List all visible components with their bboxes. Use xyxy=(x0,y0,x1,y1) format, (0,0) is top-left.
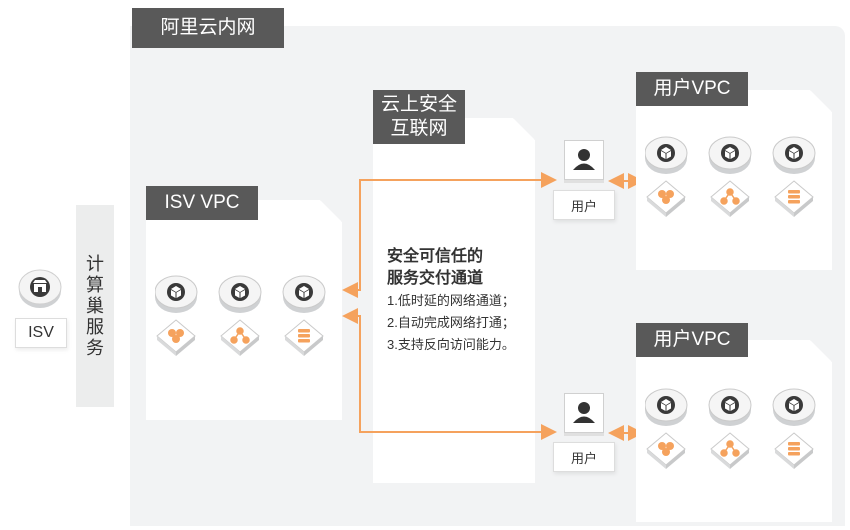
orange-cluster-icon xyxy=(658,442,674,456)
store-icon xyxy=(33,280,47,292)
server-stack-icon xyxy=(788,190,800,204)
cube-disk xyxy=(772,136,816,174)
user-vpc-top-card xyxy=(636,90,832,270)
cube-icon xyxy=(661,399,671,411)
user-vpc-bottom-label: 用户VPC xyxy=(636,323,748,357)
side-char: 算 xyxy=(86,274,104,295)
isv-disk xyxy=(17,265,63,311)
cube-icon xyxy=(661,147,671,159)
user-icon xyxy=(573,149,595,170)
cube-icon xyxy=(789,147,799,159)
isv-label: ISV xyxy=(15,318,67,348)
resource-tile xyxy=(646,432,686,469)
server-stack-icon xyxy=(788,442,800,456)
orange-cluster-icon xyxy=(658,190,674,204)
vpc-resource-grid xyxy=(644,136,816,217)
vpc-resource-grid xyxy=(154,275,326,356)
cube-disk xyxy=(218,275,262,313)
network-node-icon xyxy=(720,440,740,457)
server-stack-icon xyxy=(298,329,310,343)
region-label: 阿里云内网 xyxy=(132,8,284,48)
user-vpc-bottom-resources xyxy=(644,385,825,480)
cube-disk xyxy=(708,388,752,426)
cube-icon xyxy=(789,399,799,411)
secure-network-label-line2: 互联网 xyxy=(390,118,448,139)
user-bottom-label: 用户 xyxy=(553,442,615,472)
side-char: 计 xyxy=(86,253,104,274)
orange-cluster-icon xyxy=(168,329,184,343)
connector-bottom xyxy=(342,308,557,440)
isv-vpc-resources xyxy=(154,272,335,367)
secure-network-label: 云上安全 互联网 xyxy=(373,90,465,144)
compute-nest-service-bar: 计 算 巢 服 务 xyxy=(76,205,114,407)
resource-tile xyxy=(710,432,750,469)
user-vpc-top-resources xyxy=(644,133,825,228)
cube-icon xyxy=(235,286,245,298)
resource-tile xyxy=(774,180,814,217)
resource-tile xyxy=(156,319,196,356)
resource-tile xyxy=(710,180,750,217)
side-char: 务 xyxy=(86,337,104,358)
side-char: 巢 xyxy=(86,295,104,316)
network-node-icon xyxy=(230,327,250,344)
cube-icon xyxy=(171,286,181,298)
side-char: 服 xyxy=(86,316,104,337)
cube-icon xyxy=(725,147,735,159)
cube-icon xyxy=(299,286,309,298)
secure-network-label-line1: 云上安全 xyxy=(380,94,457,115)
cube-disk xyxy=(772,388,816,426)
vpc-resource-grid xyxy=(644,388,816,469)
cube-disk xyxy=(708,136,752,174)
user-bottom-box xyxy=(564,393,604,433)
resource-tile xyxy=(774,432,814,469)
resource-tile xyxy=(220,319,260,356)
user-icon xyxy=(573,402,595,423)
user-top-label: 用户 xyxy=(553,190,615,220)
cube-disk xyxy=(282,275,326,313)
cube-disk xyxy=(154,275,198,313)
connector-top xyxy=(342,172,557,298)
network-node-icon xyxy=(720,188,740,205)
resource-tile xyxy=(646,180,686,217)
user-vpc-bottom-card xyxy=(636,340,832,522)
cube-icon xyxy=(725,399,735,411)
cube-disk xyxy=(644,136,688,174)
resource-tile xyxy=(284,319,324,356)
cube-disk xyxy=(644,388,688,426)
isv-vpc-label: ISV VPC xyxy=(146,186,258,220)
user-vpc-top-label: 用户VPC xyxy=(636,72,748,106)
user-top-box xyxy=(564,140,604,180)
